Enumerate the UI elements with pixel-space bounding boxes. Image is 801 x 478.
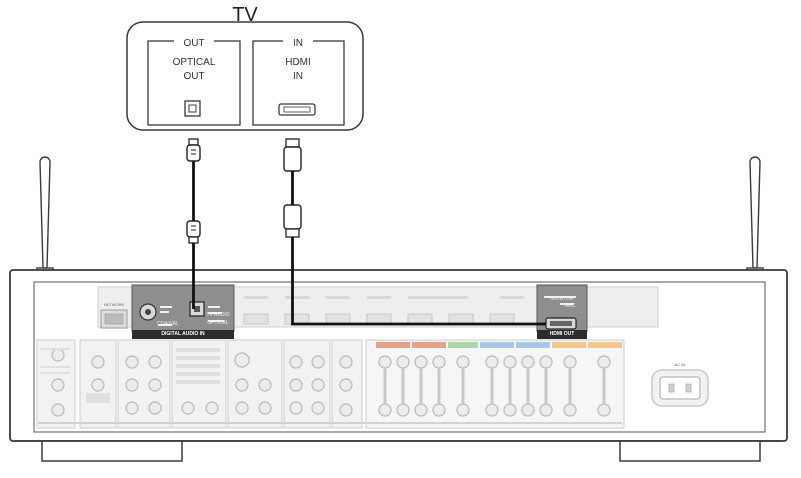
- ac-in-label: AC IN: [674, 362, 686, 367]
- tv-optical-out-jack-inner: [188, 104, 197, 113]
- optical-label: OPTICAL: [207, 320, 229, 326]
- hdmi-out-label: HDMI OUT: [549, 331, 575, 337]
- tv-audio-label: TV AUDIO: [206, 312, 230, 318]
- optical-cable: [186, 138, 201, 309]
- left-foot: [41, 440, 183, 462]
- tv-hdmi-in-jack-inner: [283, 106, 311, 113]
- tv-in-heading: IN: [283, 38, 313, 49]
- hdmi-cable: [283, 138, 546, 326]
- tv-title: TV: [232, 4, 258, 26]
- network-label: NETWORK: [103, 302, 125, 307]
- arc-label: ARC: [564, 303, 576, 309]
- right-foot: [619, 440, 761, 462]
- digital-audio-in-label: DIGITAL AUDIO IN: [161, 331, 205, 337]
- tv-hdmi-label-line1: HDMI: [285, 57, 311, 68]
- coaxial-label: COAXIAL: [157, 321, 179, 327]
- ac-inlet: [659, 376, 701, 400]
- tv-hdmi-label-line2: IN: [293, 71, 303, 82]
- tv-optical-label-line2: OUT: [183, 71, 205, 82]
- tv-out-heading: OUT: [174, 38, 214, 49]
- lower-terminal-section: [36, 339, 625, 429]
- tv-optical-label-line1: OPTICAL: [172, 57, 216, 68]
- hdmi-input-ports: [243, 313, 515, 325]
- monitor-label: MONITOR: [550, 296, 574, 302]
